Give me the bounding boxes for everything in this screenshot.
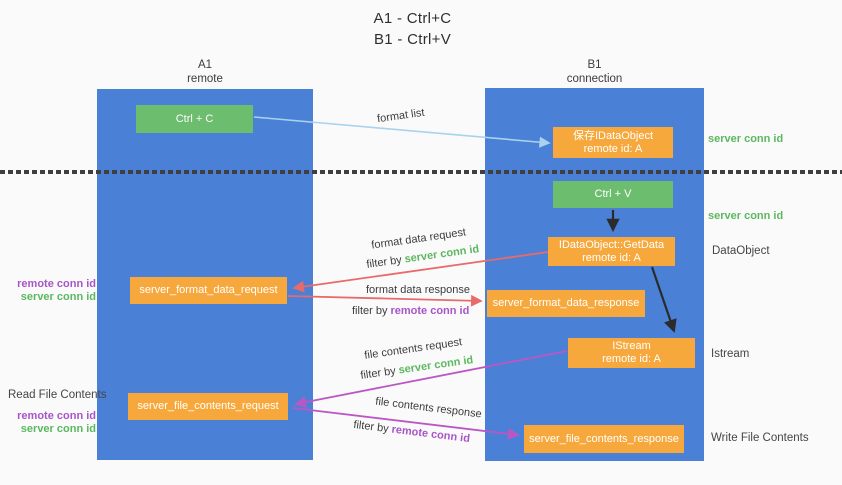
left-label-server-conn-id-1: server conn id <box>20 291 96 303</box>
node-file-request-label: server_file_contents_request <box>137 400 279 412</box>
label-format-data-response: format data response <box>366 284 470 296</box>
lane-header-a1: A1 remote <box>97 58 313 86</box>
node-format-request-label: server_format_data_request <box>139 284 278 296</box>
node-server-format-data-request: server_format_data_request <box>130 277 287 304</box>
remote-conn-id-text: remote conn id <box>390 423 471 446</box>
node-idataobject-getdata: IDataObject::GetData remote id: A <box>548 237 675 266</box>
node-server-file-contents-request: server_file_contents_request <box>128 393 288 420</box>
left-label-remote-conn-id-1: remote conn id <box>17 278 96 290</box>
left-conn-id-pair-file: remote conn id server conn id <box>8 410 96 436</box>
left-conn-id-pair-format: remote conn id server conn id <box>8 278 96 304</box>
node-server-format-data-response: server_format_data_response <box>487 290 645 317</box>
lane-a1-name: A1 <box>197 59 213 71</box>
node-save-idataobject: 保存IDataObject remote id: A <box>553 127 673 158</box>
right-label-write-file-contents: Write File Contents <box>711 432 809 444</box>
node-ctrl-v-label: Ctrl + V <box>594 188 632 200</box>
remote-conn-id-text: remote conn id <box>390 305 470 317</box>
filter-by-text: filter by <box>352 418 390 436</box>
left-label-read-file-contents: Read File Contents <box>8 389 107 401</box>
node-istream-line1: IStream <box>612 340 651 352</box>
node-ctrl-c: Ctrl + C <box>136 105 253 133</box>
right-label-server-conn-id-mid: server conn id <box>708 210 784 222</box>
node-save-idataobject-line2: remote id: A <box>583 142 643 155</box>
node-getdata-line1: IDataObject::GetData <box>558 238 665 251</box>
right-label-dataobject: DataObject <box>712 245 770 257</box>
lane-header-b1: B1 connection <box>485 58 704 86</box>
left-label-remote-conn-id-2: remote conn id <box>17 410 96 422</box>
server-conn-id-text: server conn id <box>403 243 480 266</box>
filter-by-text: filter by <box>359 365 397 382</box>
node-server-file-contents-response: server_file_contents_response <box>524 425 684 453</box>
filter-by-text: filter by <box>365 254 403 271</box>
node-ctrl-v: Ctrl + V <box>553 181 673 208</box>
arrow-format-data-response <box>287 294 483 307</box>
lane-b1-name: B1 <box>587 59 602 71</box>
machine-boundary-dotted-line <box>0 170 842 174</box>
node-file-response-label: server_file_contents_response <box>529 432 679 445</box>
label-file-contents-response: file contents response <box>374 395 483 421</box>
node-ctrl-c-label: Ctrl + C <box>175 112 214 125</box>
node-getdata-line2: remote id: A <box>582 251 641 264</box>
server-conn-id-text: server conn id <box>397 354 474 377</box>
filter-by-text: filter by <box>352 305 388 317</box>
title-line-b1: B1 - Ctrl+V <box>373 31 452 48</box>
label-format-list: format list <box>376 106 426 126</box>
right-label-istream: Istream <box>711 348 750 360</box>
left-label-server-conn-id-2: server conn id <box>20 423 96 435</box>
node-format-response-label: server_format_data_response <box>492 297 640 309</box>
node-istream-line2: remote id: A <box>602 353 661 365</box>
node-istream: IStream remote id: A <box>568 338 695 368</box>
right-label-server-conn-id-top: server conn id <box>708 133 784 145</box>
node-save-idataobject-line1: 保存IDataObject <box>572 129 654 142</box>
title-line-a1: A1 - Ctrl+C <box>373 10 452 27</box>
lane-b1-role: connection <box>566 73 623 85</box>
diagram-title: A1 - Ctrl+C B1 - Ctrl+V <box>300 8 525 50</box>
lane-a1-role: remote <box>187 73 223 85</box>
